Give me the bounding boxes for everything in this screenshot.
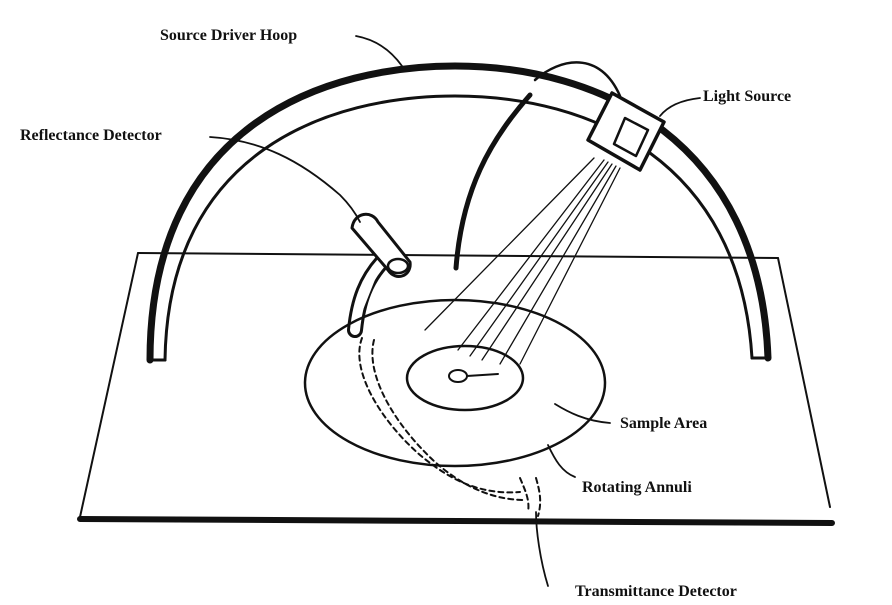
leader-lines (209, 35, 701, 587)
transmittance-detector-path (358, 337, 542, 517)
rotating-annuli (303, 298, 607, 468)
label-rotating-annuli: Rotating Annuli (582, 479, 692, 496)
label-reflectance-detector: Reflectance Detector (20, 127, 162, 144)
label-light-source: Light Source (703, 88, 791, 105)
label-sample-area: Sample Area (620, 415, 707, 432)
callout-labels: Source Driver Hoop Light Source Reflecta… (20, 27, 791, 600)
source-driver-hoop (146, 61, 772, 364)
inner-annulus (405, 344, 525, 412)
base-plate (77, 252, 835, 526)
label-source-driver-hoop: Source Driver Hoop (160, 27, 297, 44)
light-source (424, 91, 666, 365)
label-transmittance-detector: Transmittance Detector (575, 583, 737, 600)
outer-annulus (303, 298, 607, 468)
sample-area (448, 369, 468, 383)
reflectance-detector (347, 212, 412, 338)
